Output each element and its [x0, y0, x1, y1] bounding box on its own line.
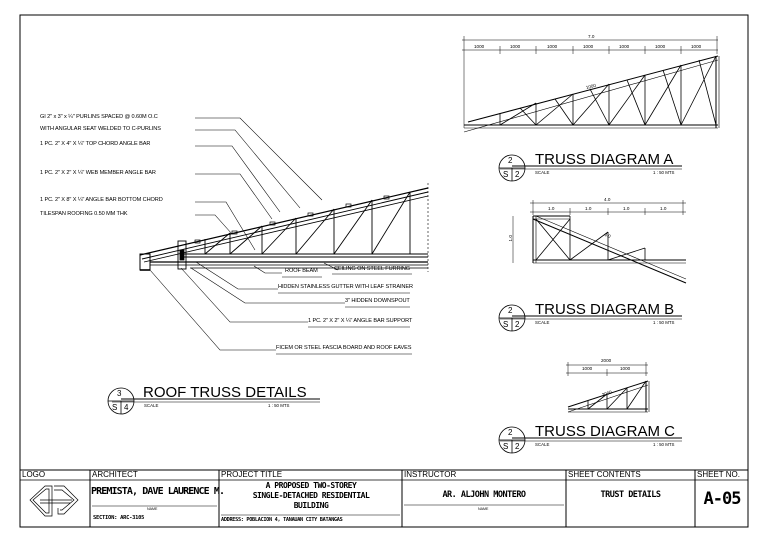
truss-diagram-c-drawing — [566, 362, 650, 413]
detail-sheet-num: 4 — [124, 403, 129, 412]
sheet-contents-value: TRUST DETAILS — [600, 490, 661, 500]
architect-name: PREMISTA, DAVE LAURENCE M. — [91, 486, 225, 497]
detail-number: 3 — [117, 389, 122, 398]
sheet-number: A-05 — [703, 489, 742, 509]
roof-truss-detail-drawing — [139, 117, 429, 355]
diagram-a-sheet-ref: S — [503, 170, 509, 179]
diagram-c-sheet-ref: S — [503, 442, 509, 451]
header-sheet-contents: SHEET CONTENTS — [568, 470, 641, 479]
callout-angular-seat: WITH ANGULAR SEAT WELDED TO C-PURLINS — [40, 126, 161, 132]
diagram-a-dim-2: 1000 — [510, 44, 521, 49]
diagram-a-dim-7: 1000 — [691, 44, 702, 49]
callout-fascia: FICEM OR STEEL FASCIA BOARD AND ROOF EAV… — [276, 345, 412, 351]
diagram-c-sheet-num: 2 — [515, 442, 520, 451]
diagram-c-dim-1: 1000 — [582, 366, 593, 371]
diagram-a-dim-6: 1000 — [655, 44, 666, 49]
instructor-name-caption: NAME — [478, 507, 489, 511]
diagram-c-title: TRUSS DIAGRAM C — [535, 423, 676, 440]
diagram-c-number: 2 — [508, 428, 513, 437]
instructor-name: AR. ALJOHN MONTERO — [442, 490, 526, 500]
diagram-a-dim-3: 1000 — [547, 44, 558, 49]
diagram-b-dim-4: 1.0 — [660, 206, 667, 211]
callout-web-member: 1 PC. 2" X 2" X ¼" WEB MEMBER ANGLE BAR — [40, 170, 156, 176]
callout-ceiling: CEILING ON STEEL FURRING — [334, 266, 411, 272]
diagram-a-dim-1: 1000 — [474, 44, 485, 49]
title-block-grid — [20, 469, 748, 527]
callout-top-chord: 1 PC. 2" X 4" X ¼" TOP CHORD ANGLE BAR — [40, 141, 151, 147]
section-code: SECTION: ARC-3105 — [93, 515, 145, 521]
diagram-a-title: TRUSS DIAGRAM A — [535, 151, 674, 168]
roof-scale-value: 1 : 50 MTS — [268, 403, 290, 408]
diagram-b-scale-label: SCALE — [535, 320, 550, 325]
project-line-3: BUILDING — [293, 501, 329, 510]
diagram-a-dim-5: 1000 — [619, 44, 630, 49]
diagram-b-sheet-ref: S — [503, 320, 509, 329]
diagram-a-sheet-num: 2 — [515, 170, 520, 179]
truss-diagram-b-drawing — [512, 200, 687, 284]
header-sheet-no: SHEET NO. — [697, 470, 740, 479]
detail-sheet-ref: S — [112, 403, 118, 412]
logo-mark — [29, 485, 79, 517]
diagram-a-dim-4: 1000 — [583, 44, 594, 49]
diagram-a-number: 2 — [508, 156, 513, 165]
callout-gutter: HIDDEN STAINLESS GUTTER WITH LEAF STRAIN… — [278, 284, 413, 290]
project-line-1: A PROPOSED TWO-STOREY — [265, 481, 357, 490]
diagram-c-scale-value: 1 : 50 MTS — [653, 442, 675, 447]
truss-diagram-a-drawing — [462, 36, 720, 133]
diagram-c-scale-label: SCALE — [535, 442, 550, 447]
roof-scale-label: SCALE — [144, 403, 159, 408]
callout-angle-support: 1 PC. 2" X 2" X ¼" ANGLE BAR SUPPORT — [308, 318, 413, 324]
diagram-c-dim-2: 1000 — [620, 366, 631, 371]
diagram-b-dim-3: 1.0 — [623, 206, 630, 211]
diagram-c-overall-dim: 2000 — [601, 358, 612, 363]
diagram-b-scale-value: 1 : 50 MTS — [653, 320, 675, 325]
diagram-b-dim-1: 1.0 — [548, 206, 555, 211]
callout-roof-beam: ROOF BEAM — [285, 268, 318, 274]
architect-name-caption: NAME — [147, 507, 158, 511]
diagram-b-number: 2 — [508, 306, 513, 315]
callout-roofing: TILESPAN ROOFING 0.50 MM THK — [40, 211, 128, 217]
diagram-b-sheet-num: 2 — [515, 320, 520, 329]
header-architect: ARCHITECT — [92, 470, 138, 479]
project-line-2: SINGLE-DETACHED RESIDENTIAL — [252, 491, 370, 500]
header-project-title: PROJECT TITLE — [221, 470, 283, 479]
callout-downspout: 3" HIDDEN DOWNSPOUT — [345, 298, 410, 304]
diagram-a-scale-label: SCALE — [535, 170, 550, 175]
diagram-b-overall-dim: 4.0 — [604, 197, 611, 202]
diagram-b-dim-2: 1.0 — [585, 206, 592, 211]
header-logo: LOGO — [22, 470, 46, 479]
project-address: ADDRESS: POBLACION 4, TANAUAN CITY BATAN… — [221, 517, 343, 523]
diagram-a-scale-value: 1 : 50 MTS — [653, 170, 675, 175]
callout-purlins: GI 2" x 3" x ¼" PURLINS SPACED @ 0.60M O… — [40, 114, 158, 120]
callout-bottom-chord: 1 PC. 2" X 8" X ¼" ANGLE BAR BOTTOM CHOR… — [40, 197, 163, 203]
diagram-a-overall-dim: 7.0 — [588, 34, 595, 39]
roof-truss-title: ROOF TRUSS DETAILS — [143, 384, 307, 401]
diagram-b-height-dim: 1.0 — [507, 235, 513, 242]
diagram-b-title: TRUSS DIAGRAM B — [535, 301, 675, 318]
header-instructor: INSTRUCTOR — [404, 470, 457, 479]
